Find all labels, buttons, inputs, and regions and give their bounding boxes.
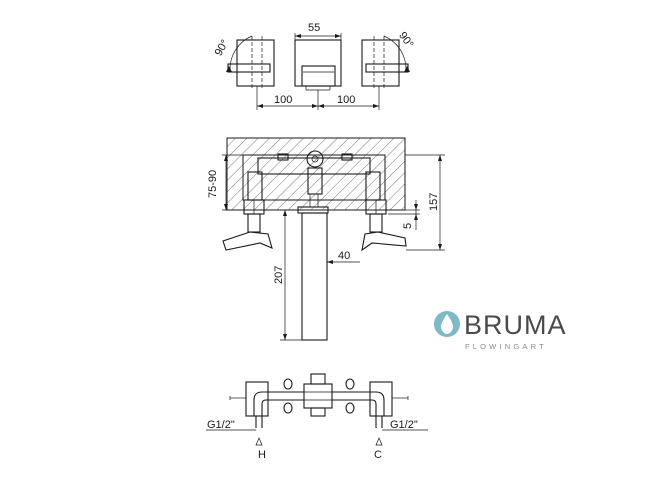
brand-logo: BRUMA FLOWINGART xyxy=(434,310,567,351)
brand-name: BRUMA xyxy=(464,310,567,340)
spout-width-label: 55 xyxy=(308,22,320,34)
wall-cavity xyxy=(242,154,386,201)
left-handle-side xyxy=(222,199,273,251)
spout-diameter-dimension xyxy=(327,260,360,264)
thread-right-label: G1/2" xyxy=(390,419,418,431)
spout-diameter-label: 40 xyxy=(338,250,350,262)
angle-left-label: 90° xyxy=(213,38,232,58)
total-height-label: 157 xyxy=(428,193,440,211)
right-handle-side xyxy=(361,199,407,252)
hot-inlet-label: H xyxy=(258,449,266,461)
spout-projection-label: 207 xyxy=(273,266,285,284)
spout-side xyxy=(297,194,329,341)
spout-projection-dimension xyxy=(280,209,302,341)
drop-icon-inner xyxy=(440,314,454,334)
spout-width-dimension xyxy=(294,33,342,40)
depth-dimension xyxy=(222,154,244,211)
total-height-dimension xyxy=(405,154,445,251)
gap-label: 5 xyxy=(402,223,414,229)
gap-dimension xyxy=(388,200,420,230)
spout-top xyxy=(294,39,342,91)
left-handle-top xyxy=(226,35,275,88)
cold-inlet-label: C xyxy=(374,449,382,461)
side-view: 75-90 157 5 207 xyxy=(207,137,445,341)
right-handle-top xyxy=(361,35,410,88)
spacing-left-label: 100 xyxy=(274,94,292,106)
spacing-right-label: 100 xyxy=(337,94,355,106)
bottom-view xyxy=(206,373,428,446)
thread-left-label: G1/2" xyxy=(207,419,235,431)
brand-tagline: FLOWINGART xyxy=(465,342,547,351)
top-view: 90° 55 90° xyxy=(213,22,416,110)
depth-range-label: 75-90 xyxy=(207,170,219,198)
spacing-dimension xyxy=(256,86,380,110)
